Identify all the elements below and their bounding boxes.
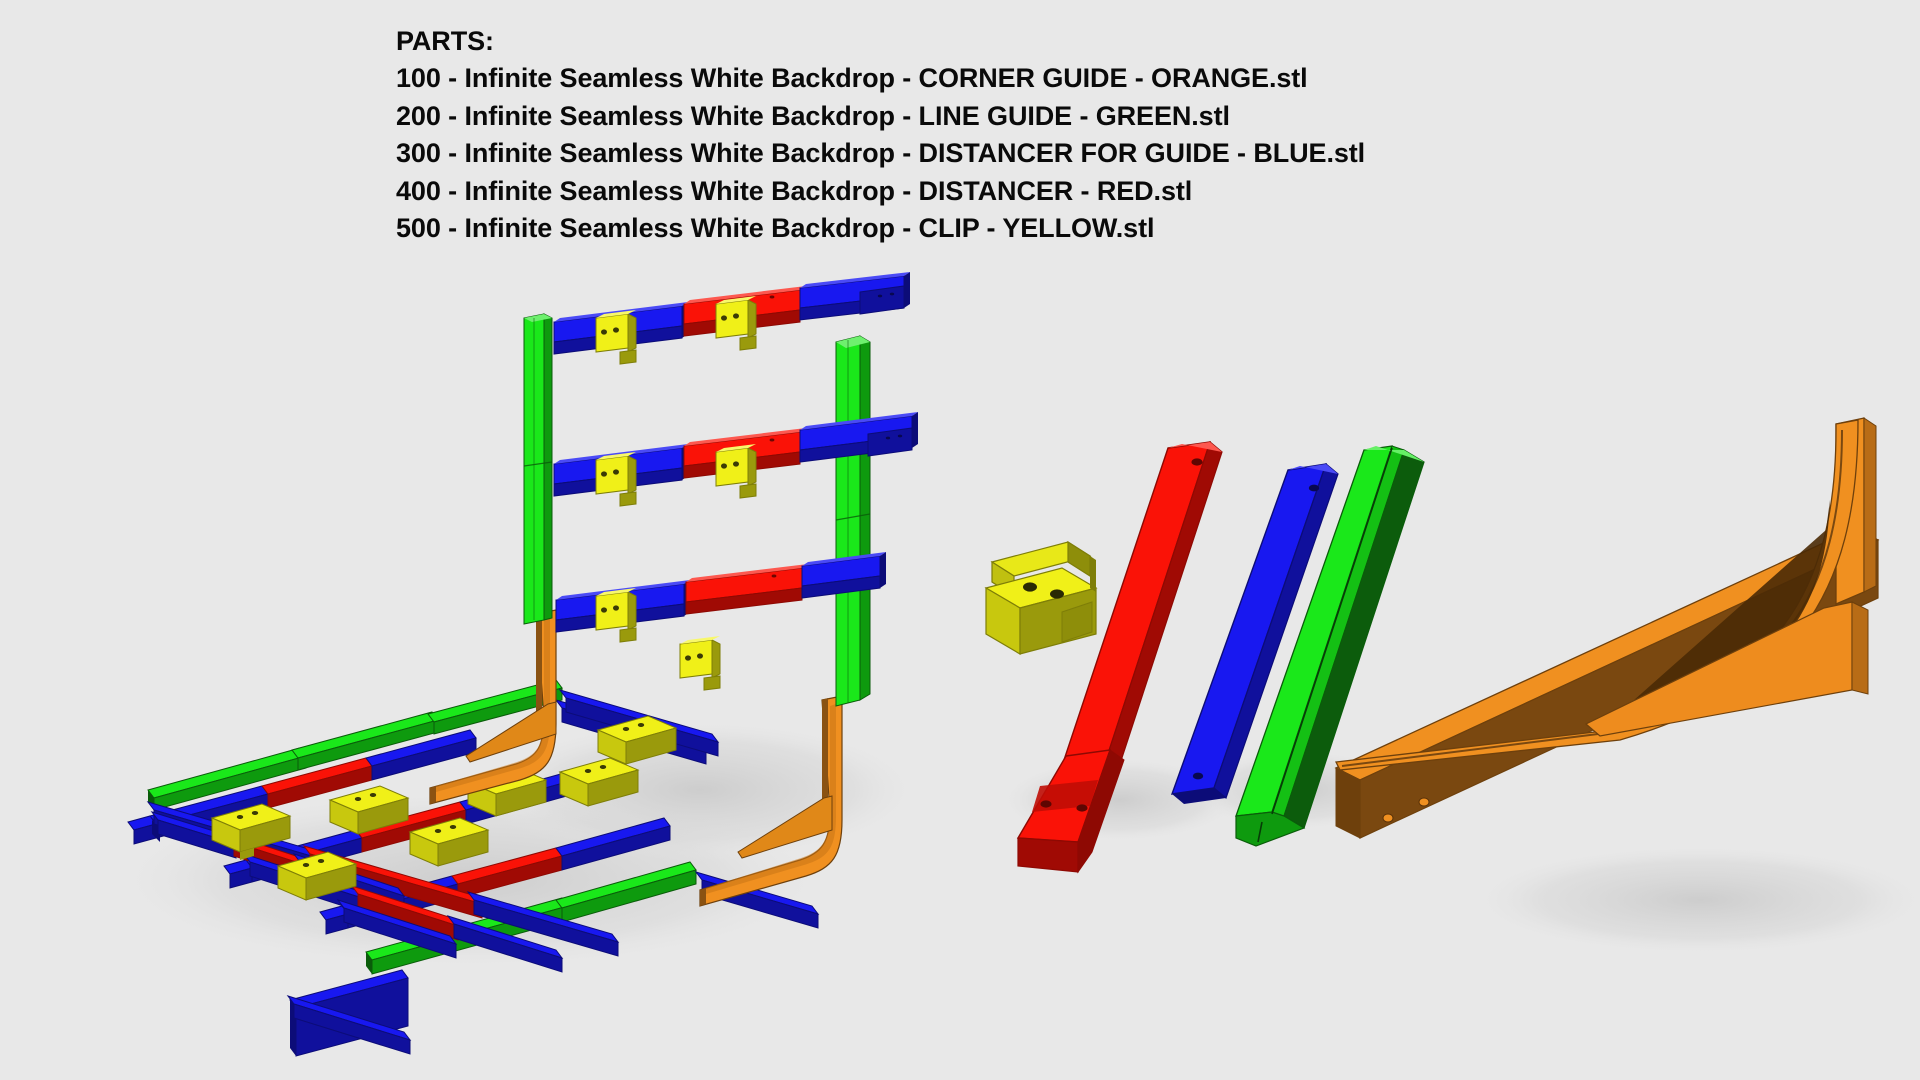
assembly-corner-guide-right[interactable] [699, 695, 843, 907]
back-post-right-green[interactable] [835, 335, 871, 707]
back-frame [523, 272, 918, 707]
clip-row3-a[interactable] [595, 588, 637, 643]
back-post-left-green[interactable] [523, 313, 553, 625]
clip-row1-b[interactable] [715, 296, 757, 351]
back-row-2-blue-right[interactable] [799, 412, 918, 463]
clip-row2-b[interactable] [715, 444, 757, 499]
clip-floor-4[interactable] [408, 817, 490, 867]
parts-list-item-200: 200 - Infinite Seamless White Backdrop -… [396, 100, 1230, 131]
assembly-corner-guide-left[interactable] [429, 609, 557, 805]
clip-floor-1[interactable] [210, 803, 292, 860]
part-distancer-for-guide-blue[interactable] [1170, 462, 1339, 804]
clip-row3-b[interactable] [679, 636, 721, 691]
floor-row-3 [336, 899, 458, 959]
parts-list: PARTS: 100 - Infinite Seamless White Bac… [396, 22, 1596, 248]
clip-floor-6[interactable] [558, 757, 640, 807]
back-row-3-blue-right[interactable] [801, 552, 886, 599]
back-row-1-blue-right[interactable] [799, 272, 910, 321]
clip-row2-a[interactable] [595, 452, 637, 507]
part-clip-yellow[interactable] [984, 540, 1098, 656]
parts-list-item-300: 300 - Infinite Seamless White Backdrop -… [396, 138, 1366, 168]
floor-lateral-3 [466, 891, 620, 957]
parts-list-item-100: 100 - Infinite Seamless White Backdrop -… [396, 63, 1308, 93]
exploded-parts-row [984, 417, 1880, 874]
floor-clips [210, 715, 678, 901]
back-row-3 [555, 552, 886, 691]
back-row-2 [553, 412, 918, 507]
part-line-guide-green[interactable] [1235, 445, 1425, 847]
floor-front-blue-rail [286, 995, 412, 1055]
part-distancer-red[interactable] [1016, 440, 1223, 874]
part-corner-guide-orange[interactable] [1334, 417, 1880, 839]
back-row-3-red[interactable] [685, 564, 808, 615]
parts-list-item-400: 400 - Infinite Seamless White Backdrop -… [396, 175, 1193, 206]
assembly-backdrop-frame [127, 272, 918, 1057]
clip-floor-3[interactable] [328, 785, 410, 835]
clip-floor-7[interactable] [596, 715, 678, 765]
parts-list-item-500: 500 - Infinite Seamless White Backdrop -… [396, 213, 1155, 243]
parts-list-heading: PARTS: [396, 26, 494, 56]
floor-green-rail-back-right [427, 679, 563, 735]
back-row-1 [553, 272, 910, 365]
floor-grid [127, 679, 820, 1057]
clip-floor-2[interactable] [276, 851, 358, 901]
clip-row1-a[interactable] [595, 310, 637, 365]
floor-green-cross-front-2 [555, 861, 697, 923]
